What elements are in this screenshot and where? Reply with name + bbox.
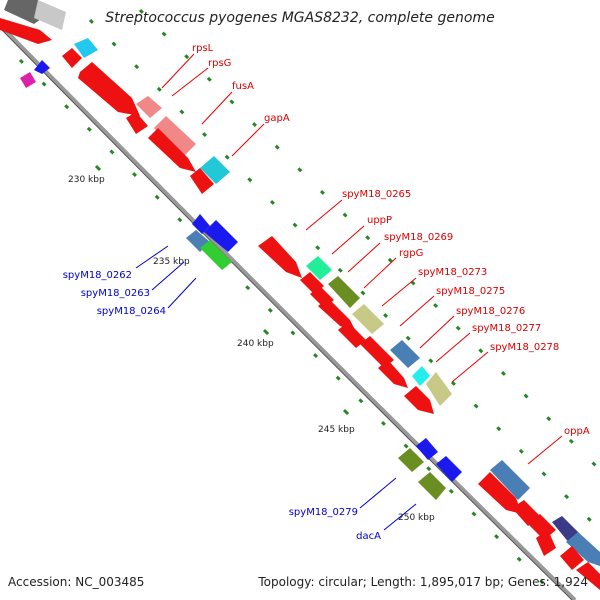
gene-block [404,386,434,414]
gene-block [398,448,424,472]
gene-label: spyM18_0269 [384,232,453,243]
gene-label: spyM18_0262 [63,270,132,281]
gene-label: gapA [264,113,290,124]
gene-block [200,240,232,270]
gene-label: spyM18_0275 [436,286,505,297]
gene-block [34,0,66,30]
gene-block [62,48,82,68]
gene-block [536,530,556,556]
gene-block [426,372,452,406]
gene-block [154,116,196,156]
tick-label: 250 kbp [398,513,435,523]
gene-block [192,214,210,234]
gene-label: spyM18_0273 [418,267,487,278]
gene-block [338,322,366,348]
gene-label: oppA [564,426,590,437]
tick-label: 235 kbp [153,257,190,267]
gene-block [576,562,600,590]
genome-stats-text: Topology: circular; Length: 1,895,017 bp… [257,575,588,589]
gene-block [204,220,238,252]
backbone [0,23,577,600]
gene-block [200,156,230,184]
forward-labels: rpsL rpsG fusA gapA spyM18_0265 uppP spy… [192,43,590,437]
reverse-leaders [135,245,417,531]
gene-block [360,336,394,368]
gene-block [416,438,438,460]
gene-label: spyM18_0279 [289,507,358,518]
tick-label: 230 kbp [68,175,105,185]
gene-block [148,128,196,172]
gene-block [478,472,522,514]
gene-block [126,112,148,134]
reverse-labels: spyM18_0262 spyM18_0263 spyM18_0264 spyM… [63,270,381,542]
gene-block [0,18,52,44]
gene-label: dacA [356,531,381,542]
gene-label: spyM18_0278 [490,342,559,353]
gene-label: spyM18_0277 [472,323,541,334]
map-title: Streptococcus pyogenes MGAS8232, complet… [105,10,494,26]
gene-label: spyM18_0265 [342,189,411,200]
gene-block [78,62,140,116]
gene-block [258,236,302,278]
tick-label: 245 kbp [318,425,355,435]
accession-text: Accession: NC_003485 [8,575,144,589]
gene-block [352,304,384,334]
gene-block [306,256,332,280]
gene-block [20,72,36,88]
gene-block [136,96,162,118]
gene-block [512,500,540,526]
gene-block [560,546,584,570]
gene-block [418,472,446,500]
gene-block [34,60,50,74]
gene-block [74,38,98,58]
gene-block [566,532,600,566]
gene-block [490,460,530,500]
tick-labels: 230 kbp 235 kbp 240 kbp 245 kbp 250 kbp [68,164,435,523]
gene-label: spyM18_0263 [81,288,150,299]
tick-label: 240 kbp [237,339,274,349]
gene-label: spyM18_0276 [456,306,525,317]
gene-block [412,366,430,386]
forward-leaders [161,53,563,465]
gene-block [328,276,360,308]
gene-label: rpsG [208,58,231,69]
gene-block [436,456,462,482]
gene-label: fusA [232,81,254,92]
gene-label: rgpG [399,248,423,259]
gene-block [378,360,408,388]
reverse-genes [20,60,462,500]
gene-label: uppP [367,215,392,226]
gene-label: spyM18_0264 [97,306,166,317]
gene-label: rpsL [192,43,214,54]
gene-block [390,340,420,368]
gene-block [190,168,214,194]
